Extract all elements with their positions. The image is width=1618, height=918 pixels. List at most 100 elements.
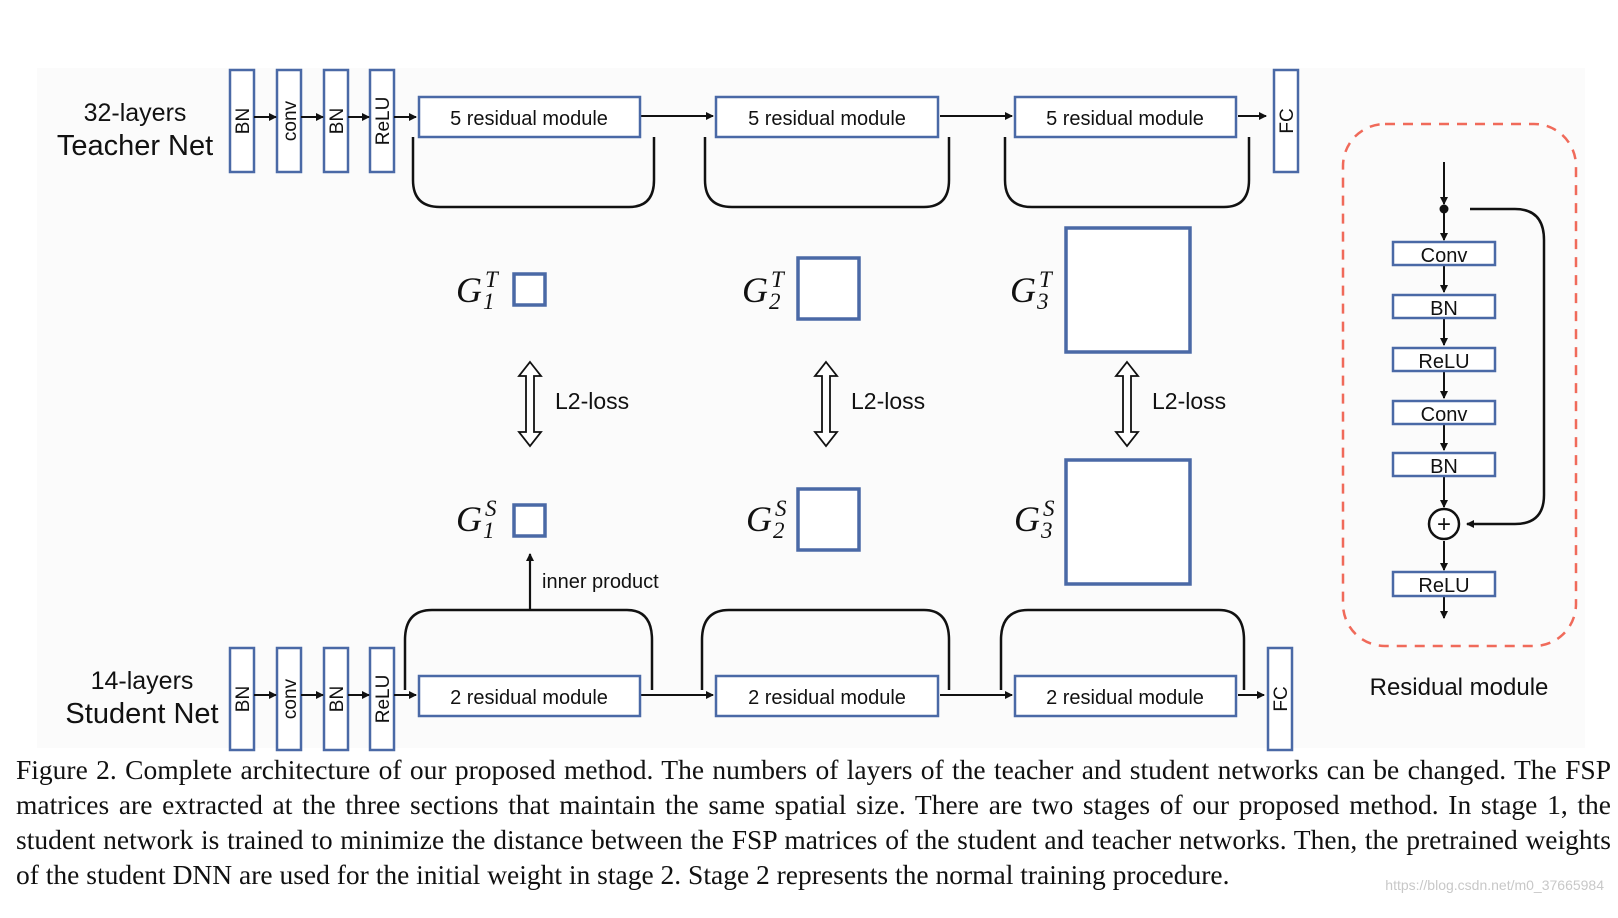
g-teacher-2-symbol: G [742, 270, 768, 310]
teacher-stem-bn1 [228, 68, 256, 174]
student-module-2 [714, 674, 940, 718]
residual-layer-bn1 [1391, 293, 1497, 320]
student-stem-label-bn2: BN [327, 686, 348, 712]
l2-loss-label-2: L2-loss [851, 388, 925, 414]
l2-loss-arrows [517, 360, 1140, 448]
l2-loss-label-3: L2-loss [1152, 388, 1226, 414]
student-stem [228, 646, 396, 752]
fsp-teacher-1 [512, 272, 547, 307]
teacher-module-1-label: 5 residual module [450, 108, 608, 130]
residual-layer-boxes [1391, 240, 1497, 598]
teacher-module-1 [417, 95, 642, 139]
teacher-modules [417, 68, 1300, 174]
student-module-1 [417, 674, 642, 718]
teacher-net: 32-layers Teacher Net BN conv BN ReLU [57, 68, 1300, 209]
g-teacher-3-sub: 3 [1036, 289, 1049, 314]
teacher-stem-bn2 [322, 68, 350, 174]
student-brackets [403, 608, 1246, 690]
teacher-module-2-label: 5 residual module [748, 108, 906, 130]
g-student-2-sub: 2 [773, 518, 785, 543]
student-modules [417, 646, 1294, 752]
student-stem-bn2 [322, 646, 350, 752]
l2-double-arrow-2 [813, 360, 839, 448]
g-student-1-sub: 1 [483, 518, 495, 543]
g-student-3-sup: S [1043, 496, 1055, 521]
inner-product-label: inner product [542, 571, 659, 593]
teacher-stem-label-bn2: BN [327, 108, 348, 134]
g-student-2-symbol: G [746, 499, 772, 539]
l2-double-arrow-1 [517, 360, 543, 448]
residual-layer-bn2-label: BN [1430, 456, 1458, 478]
teacher-stem [228, 68, 396, 174]
student-stem-conv [275, 646, 303, 752]
residual-module-detail: Conv BN ReLU Conv BN ReLU + Residual mod… [1341, 122, 1578, 701]
teacher-stem-label-bn1: BN [233, 108, 254, 134]
figure-panel [37, 68, 1585, 748]
fsp-student-labels: G S 1 G S 2 G S 3 [456, 496, 1055, 543]
g-student-3-sub: 3 [1040, 518, 1053, 543]
teacher-label-line1: 32-layers [84, 99, 187, 127]
student-fsp-boxes [512, 458, 1192, 586]
watermark: https://blog.csdn.net/m0_37665984 [1385, 877, 1604, 893]
fsp-student-2 [796, 487, 861, 552]
teacher-module-3-label: 5 residual module [1046, 108, 1204, 130]
teacher-module-2 [714, 95, 940, 139]
student-fc-label: FC [1271, 686, 1292, 711]
fsp-teacher-labels: G T 1 G T 2 G T 3 [456, 267, 1054, 314]
student-stem-label-relu: ReLU [373, 675, 394, 724]
g-teacher-1-sup: T [485, 267, 500, 292]
l2-double-arrow-3 [1114, 360, 1140, 448]
residual-layer-relu1 [1391, 346, 1497, 373]
residual-layer-bn1-label: BN [1430, 298, 1458, 320]
fsp-student-1 [512, 503, 547, 538]
g-teacher-2-sub: 2 [769, 289, 781, 314]
residual-layer-bn2 [1391, 451, 1497, 478]
student-module-1-label: 2 residual module [450, 687, 608, 709]
residual-layer-relu-out-label: ReLU [1418, 575, 1469, 597]
residual-module-dashed-border [1341, 122, 1578, 648]
g-student-3-symbol: G [1014, 499, 1040, 539]
g-student-1-sup: S [485, 496, 497, 521]
teacher-module-3 [1013, 95, 1238, 139]
g-teacher-1-symbol: G [456, 270, 482, 310]
residual-layer-relu1-label: ReLU [1418, 351, 1469, 373]
architecture-diagram: 32-layers Teacher Net BN conv BN ReLU [37, 68, 1585, 752]
g-student-2-sup: S [775, 496, 787, 521]
student-module-3 [1013, 674, 1238, 718]
teacher-stem-conv [275, 68, 303, 174]
g-teacher-3-symbol: G [1010, 270, 1036, 310]
student-module-2-label: 2 residual module [748, 687, 906, 709]
student-stem-label-bn1: BN [233, 686, 254, 712]
student-label-line1: 14-layers [91, 667, 194, 695]
residual-layer-conv2-label: Conv [1421, 404, 1468, 426]
student-stem-bn1 [228, 646, 256, 752]
student-net: 14-layers Student Net BN conv BN ReLU [65, 608, 1294, 752]
fsp-teacher-3 [1064, 226, 1192, 354]
teacher-fc [1272, 68, 1300, 174]
student-stem-label-conv: conv [280, 678, 301, 719]
teacher-label-line2: Teacher Net [57, 130, 213, 162]
teacher-arrows [254, 112, 1267, 121]
student-module-3-label: 2 residual module [1046, 687, 1204, 709]
teacher-stem-label-conv: conv [280, 100, 301, 141]
residual-layer-conv2 [1391, 399, 1497, 426]
residual-module-title: Residual module [1370, 674, 1549, 701]
figure-caption: Figure 2. Complete architecture of our p… [16, 754, 1611, 890]
residual-layer-relu-out [1391, 570, 1497, 598]
teacher-fsp-boxes [512, 226, 1192, 354]
residual-layer-conv1 [1391, 240, 1497, 267]
residual-branch-dot [1439, 204, 1449, 214]
student-fc [1266, 646, 1294, 752]
residual-skip-connection [1466, 207, 1546, 528]
fsp-matrices: G T 1 G T 2 G T 3 G S 1 G S 2 G S 3 [456, 226, 1226, 610]
residual-add-node [1427, 507, 1461, 541]
fsp-student-3 [1064, 458, 1192, 586]
g-student-1-symbol: G [456, 499, 482, 539]
teacher-brackets [411, 137, 1251, 209]
g-teacher-1-sub: 1 [483, 289, 495, 314]
student-stem-relu [368, 646, 396, 752]
teacher-fc-label: FC [1277, 108, 1298, 133]
g-teacher-2-sup: T [771, 267, 786, 292]
teacher-stem-relu [368, 68, 396, 174]
g-teacher-3-sup: T [1039, 267, 1054, 292]
